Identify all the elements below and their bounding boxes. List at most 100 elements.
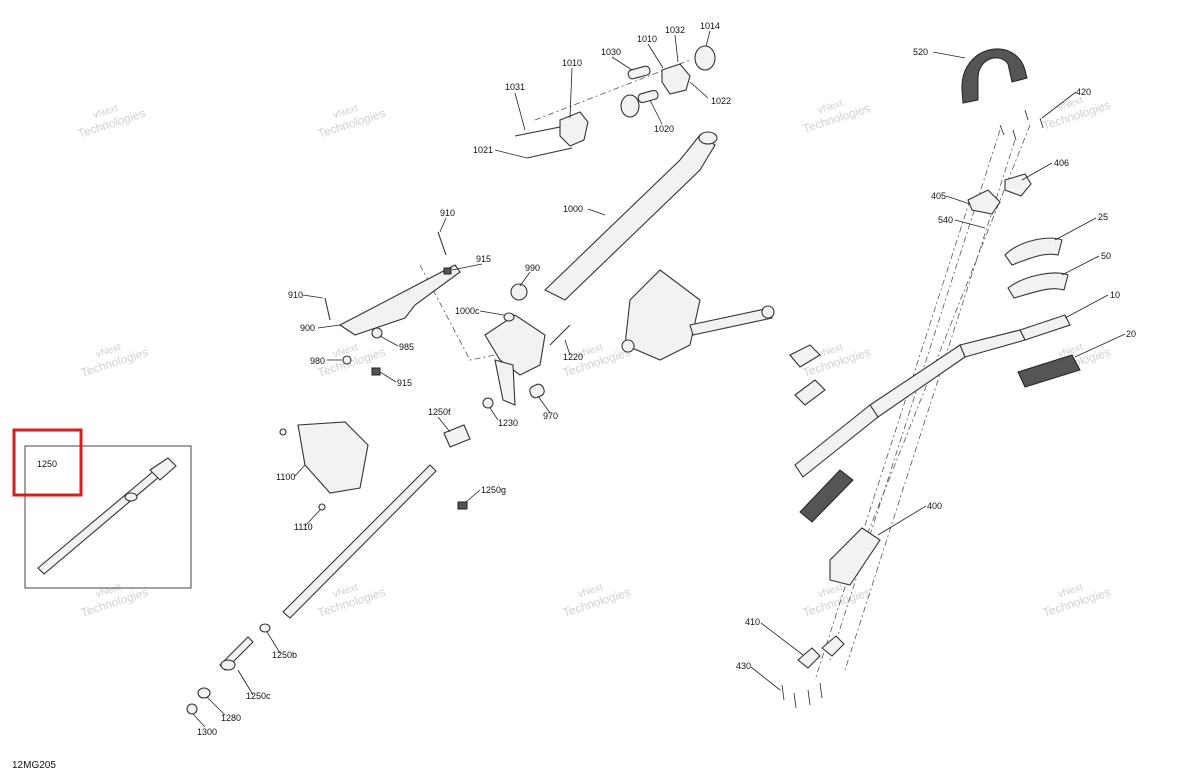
callout-910[interactable]: 910 [440,208,455,218]
callout-915[interactable]: 915 [397,378,412,388]
callout-420[interactable]: 420 [1076,87,1091,97]
clamp-406 [1004,173,1032,197]
bolt-420-b [1024,109,1029,121]
callout-1250g[interactable]: 1250g [481,485,506,495]
callout-1100[interactable]: 1100 [276,472,295,482]
callout-50[interactable]: 50 [1101,251,1111,261]
sleeve-1030 [627,65,651,80]
steering-unit-shaft [689,307,773,336]
callout-1021[interactable]: 1021 [473,145,493,155]
callout-1032[interactable]: 1032 [665,25,685,35]
nut-1300 [186,703,198,715]
inset-label[interactable]: 1250 [37,459,57,469]
steering-column-1000 [482,131,718,409]
grip-left [799,469,854,523]
callout-1022[interactable]: 1022 [711,96,731,106]
callout-540[interactable]: 540 [938,215,953,225]
callout-1250c[interactable]: 1250c [246,691,271,701]
nut-1230 [482,397,494,409]
callout-1110[interactable]: 1110 [294,522,313,532]
callout-400[interactable]: 400 [927,501,942,511]
callout-1000c[interactable]: 1000c [455,306,480,316]
callout-1000[interactable]: 1000 [563,204,583,214]
steering-column-clamp-group [514,45,716,159]
callout-430[interactable]: 430 [736,661,751,671]
callout-405[interactable]: 405 [931,191,946,201]
watermark: vNext Technologies [1041,95,1112,133]
watermark: vNext Technologies [79,342,150,380]
callout-980[interactable]: 980 [310,356,325,366]
lever-housing [789,344,821,368]
watermark: vNext Technologies [76,103,147,141]
inset-highlight-box [12,428,83,497]
clamp-410-right [821,635,845,657]
callout-1230[interactable]: 1230 [498,418,518,428]
callout-25[interactable]: 25 [1098,212,1108,222]
callout-985[interactable]: 985 [399,342,414,352]
callout-1030[interactable]: 1030 [601,47,621,57]
bushing-970 [529,383,545,399]
bracket-900 [338,264,461,336]
bolt-430-d [819,682,823,699]
washer-1280 [197,687,211,699]
steering-mount-400 [829,527,881,586]
bolt-1021 [526,147,573,159]
callout-1010[interactable]: 1010 [562,58,582,68]
callout-410[interactable]: 410 [745,617,760,627]
bolt-420-a [999,124,1005,136]
bolt-420-c [1039,117,1044,129]
inset-panel: 1250 [12,428,192,589]
yoke-1250f [443,424,471,448]
clamp-1010-lower [559,111,589,147]
callout-1031[interactable]: 1031 [505,82,525,92]
callout-520[interactable]: 520 [913,47,928,57]
handlebar-end-10 [1019,314,1071,341]
callout-1010[interactable]: 1010 [637,34,657,44]
callout-1280[interactable]: 1280 [221,713,241,723]
bolt-910-top [437,231,447,256]
washer-980 [342,355,352,365]
bolt-1220 [549,324,571,346]
grip-sleeve-50 [1007,272,1069,299]
steering-unit-port [621,339,635,353]
screw-top [279,428,287,436]
callout-1020[interactable]: 1020 [654,124,674,134]
callout-990[interactable]: 990 [525,263,540,273]
riser-handle-520 [961,48,1028,104]
column-shaft [544,134,716,301]
watermark: vNext Technologies [316,103,387,141]
bolt-420-d [1012,129,1017,141]
callout-20[interactable]: 20 [1126,329,1136,339]
callout-1220[interactable]: 1220 [563,352,583,362]
bushing-ring [620,94,640,118]
callouts: 1031 1010 1030 1010 1032 1014 1022 1020 … [197,21,1136,737]
clamp-410-left [797,647,821,669]
callout-1250b[interactable]: 1250b [272,650,297,660]
clamp-405 [967,189,1001,215]
callout-970[interactable]: 970 [543,411,558,421]
shaft-1250 [282,464,437,619]
callout-406[interactable]: 406 [1054,158,1069,168]
column-top-end [698,131,718,145]
callout-910[interactable]: 910 [288,290,303,300]
callout-900[interactable]: 900 [300,323,315,333]
ring-1250b [259,623,271,633]
leader-lines [192,30,1126,728]
callout-1250f[interactable]: 1250f [428,407,451,417]
grip-20 [1017,354,1081,388]
handlebar-assembly [781,48,1081,709]
column-pivot-bracket [484,314,546,376]
callout-915[interactable]: 915 [476,254,491,264]
washer-1000c [503,312,515,322]
bracket-900-group [324,231,461,376]
drawing-code: 12MG205 [12,760,56,771]
column-arm [494,359,516,406]
callout-1014[interactable]: 1014 [700,21,720,31]
rod-end-eye [220,659,236,671]
inset-shaft [37,469,161,575]
callout-1300[interactable]: 1300 [197,727,217,737]
intermediate-shaft-1250 [186,424,471,715]
callout-10[interactable]: 10 [1110,290,1120,300]
lever-housing-lower [794,379,826,406]
